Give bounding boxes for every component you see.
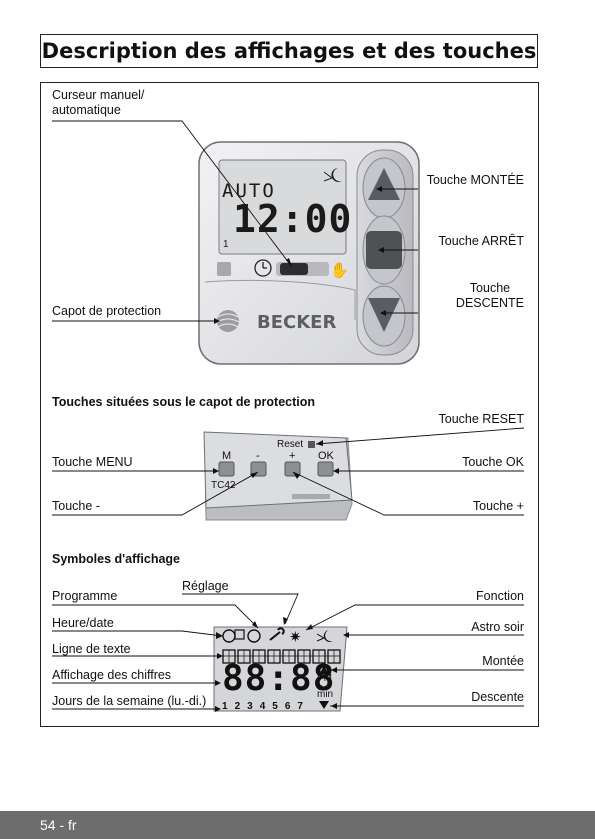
callout-fonction: Fonction [476, 589, 524, 603]
callout-reglage: Réglage [182, 579, 229, 593]
callout-astro: Astro soir [471, 620, 524, 634]
callout-ligne: Ligne de texte [52, 642, 131, 656]
page-number: 54 - fr [40, 817, 77, 833]
page-title: Description des affichages et des touche… [40, 34, 538, 68]
panel-model-label: TC42 [211, 480, 236, 491]
reset-key [308, 441, 315, 448]
top-leader-lines [52, 120, 418, 322]
main-frame [40, 82, 539, 727]
page-footer: 54 - fr [0, 811, 595, 839]
minus-key [250, 461, 267, 477]
device-lcd-mode: AUTO [222, 180, 276, 202]
symbols-section-heading: Symboles d'affichage [52, 552, 181, 566]
descente-arrow-icon [319, 701, 329, 709]
callout-ok: Touche OK [462, 455, 524, 469]
keys-arrowheads [213, 440, 339, 479]
lcd-pm: PM [317, 673, 332, 684]
lcd-weekdays: 1 2 3 4 5 6 7 [222, 701, 303, 712]
brand-logo-text: BECKER [257, 312, 337, 333]
lcd-s: s [318, 682, 323, 692]
callout-chiffres: Affichage des chiffres [52, 668, 172, 682]
callout-minus: Touche - [52, 499, 100, 513]
device-illustration: ✋ [198, 141, 420, 365]
callout-programme: Programme [52, 589, 118, 603]
top-arrowheads [214, 186, 386, 324]
callout-descente: Descente [471, 690, 524, 704]
moon-icon [331, 168, 342, 182]
up-arrow-icon [368, 168, 400, 200]
clock-icon [254, 259, 272, 277]
ok-key [317, 461, 334, 477]
weekday-3: 3 [247, 701, 253, 712]
weekday-5: 5 [272, 701, 278, 712]
device-lcd-index: 1 [223, 239, 229, 250]
manual-auto-slider [280, 263, 308, 275]
astro-moon-icon [323, 630, 333, 642]
lcd-min: min [317, 689, 334, 700]
wrench-icon [269, 627, 285, 641]
panel-reset-label: Reset [277, 439, 304, 450]
keys-section-heading: Touches situées sous le capot de protect… [52, 395, 316, 409]
keys-leader-lines [52, 427, 525, 516]
lcd-big-digits: 88:88 [222, 658, 336, 699]
panel-m-label: M [222, 450, 232, 462]
program-clock-icon [247, 629, 261, 643]
callout-up: Touche MONTÉE [426, 173, 524, 187]
panel-plus-label: + [289, 450, 296, 462]
callout-cursor: Curseur manuel/ automatique [52, 88, 145, 117]
symbols-arrowheads [215, 617, 349, 712]
callout-menu: Touche MENU [52, 455, 133, 469]
panel-minus-label: - [256, 450, 260, 462]
callout-cover: Capot de protection [52, 304, 162, 318]
hand-icon: ✋ [330, 261, 349, 279]
device-lcd-time: 12:00 [233, 197, 353, 241]
becker-logo-icon [217, 310, 239, 332]
panel-ok-label: OK [318, 450, 334, 462]
callout-plus: Touche + [472, 499, 524, 513]
symbols-lcd-illustration: ✷ [213, 626, 348, 712]
callout-heure: Heure/date [52, 616, 114, 630]
montee-arrow-icon [319, 666, 329, 674]
callout-montee: Montée [482, 654, 524, 668]
symbols-leader-lines [52, 593, 524, 710]
weekday-4: 4 [259, 701, 266, 712]
callout-jours: Jours de la semaine (lu.-di.) [52, 694, 207, 708]
runner-icon: ✷ [289, 628, 302, 646]
plus-key [284, 461, 301, 477]
weekday-7: 7 [297, 701, 303, 712]
calendar-symbol-icon [234, 629, 245, 640]
weekday-2: 2 [234, 701, 241, 712]
callout-stop: Touche ARRÊT [438, 234, 524, 248]
key-panel-illustration [203, 431, 353, 521]
menu-key [218, 461, 235, 477]
text-line-segments [222, 649, 341, 664]
callout-reset: Touche RESET [438, 412, 524, 426]
callout-down: Touche DESCENTE [455, 281, 524, 310]
weekday-6: 6 [284, 701, 291, 712]
weekday-1: 1 [222, 701, 228, 712]
